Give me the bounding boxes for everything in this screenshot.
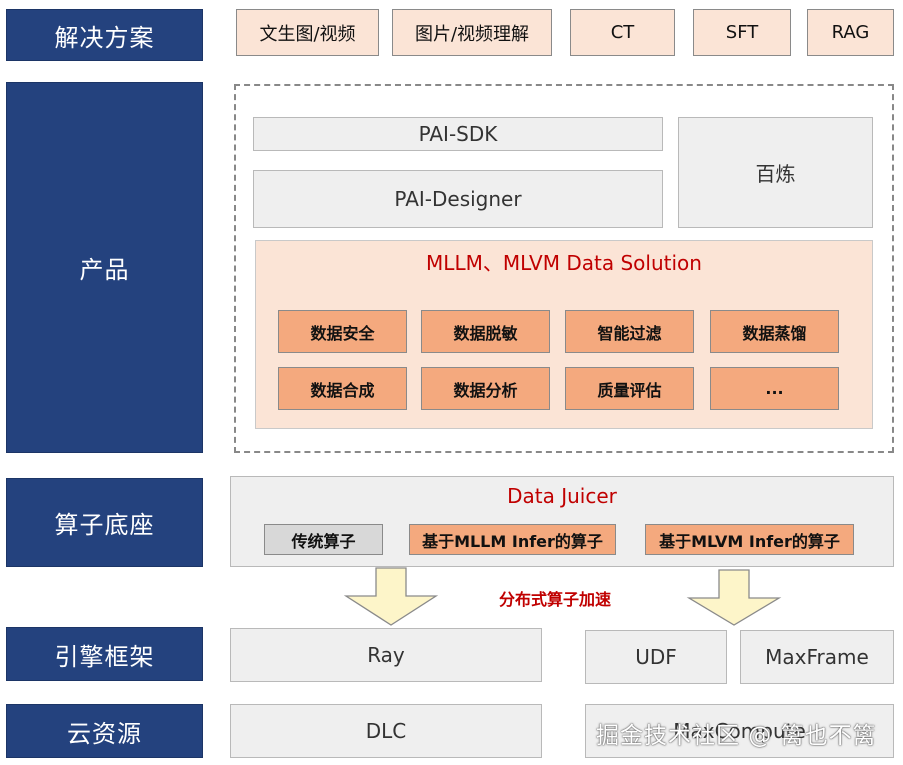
distributed-acceleration-label: 分布式算子加速	[498, 590, 611, 609]
mllm-data-solution-title: MLLM、MLVM Data Solution	[426, 250, 702, 275]
solution-text-to-image-video: 文生图/视频	[236, 9, 379, 56]
pai-designer-box: PAI-Designer	[253, 170, 663, 228]
bailian-box: 百炼	[678, 117, 873, 228]
down-arrow-right	[686, 569, 782, 626]
down-arrow-left	[343, 567, 439, 626]
traditional-operator-box: 传统算子	[264, 524, 383, 555]
data-synthesis-box: 数据合成	[278, 367, 407, 410]
layer-solution: 解决方案	[6, 9, 203, 61]
layer-engine-framework: 引擎框架	[6, 627, 203, 681]
solution-sft: SFT	[693, 9, 791, 56]
dlc-box: DLC	[230, 704, 542, 758]
data-desensitization-box: 数据脱敏	[421, 310, 550, 353]
layer-product: 产品	[6, 82, 203, 453]
data-juicer-title: Data Juicer	[507, 484, 617, 508]
smart-filtering-box: 智能过滤	[565, 310, 694, 353]
maxframe-box: MaxFrame	[740, 630, 894, 684]
udf-box: UDF	[585, 630, 727, 684]
pai-sdk-box: PAI-SDK	[253, 117, 663, 151]
data-security-box: 数据安全	[278, 310, 407, 353]
solution-rag: RAG	[807, 9, 894, 56]
watermark-text: 掘金技术社区 @ 篱也不篱	[596, 723, 877, 749]
mllm-infer-operator-box: 基于MLLM Infer的算子	[409, 524, 616, 555]
maxcompute-box: MaxCompute	[585, 704, 894, 758]
more-items-box: ...	[710, 367, 839, 410]
mlvm-infer-operator-box: 基于MLVM Infer的算子	[645, 524, 854, 555]
product-container	[234, 84, 894, 453]
layer-cloud-resource: 云资源	[6, 704, 203, 758]
data-analysis-box: 数据分析	[421, 367, 550, 410]
solution-image-video-understanding: 图片/视频理解	[392, 9, 552, 56]
data-distillation-box: 数据蒸馏	[710, 310, 839, 353]
solution-ct: CT	[570, 9, 675, 56]
ray-box: Ray	[230, 628, 542, 682]
quality-assessment-box: 质量评估	[565, 367, 694, 410]
layer-operator-base: 算子底座	[6, 478, 203, 567]
